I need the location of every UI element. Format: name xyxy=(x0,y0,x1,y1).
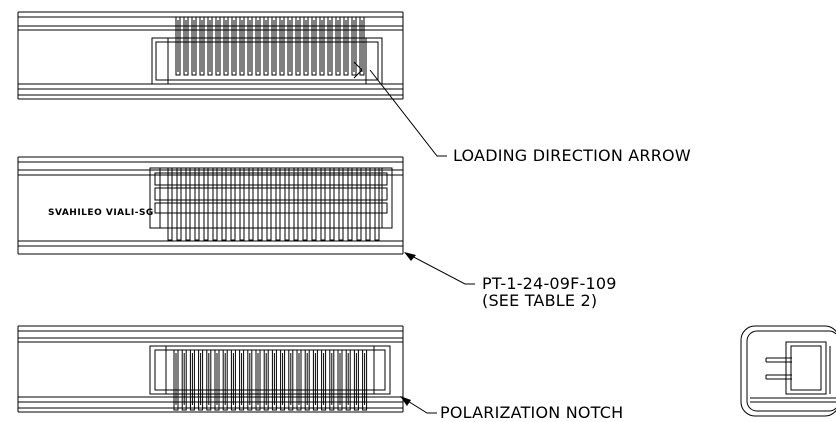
pin xyxy=(271,349,277,411)
pin xyxy=(329,349,335,411)
pin xyxy=(311,167,317,241)
pin xyxy=(203,167,209,241)
pin xyxy=(321,349,327,411)
pin xyxy=(181,349,187,411)
polarization-notch-callout: POLARIZATION NOTCH xyxy=(440,403,624,422)
pin xyxy=(279,16,285,76)
side-view-pins xyxy=(167,167,380,241)
pin xyxy=(288,349,294,411)
pin xyxy=(248,167,254,241)
pin xyxy=(255,16,261,76)
pin xyxy=(365,167,371,241)
pin xyxy=(183,16,189,76)
pin xyxy=(167,167,173,241)
pin xyxy=(191,16,197,76)
pin xyxy=(329,167,335,241)
top-view xyxy=(17,11,404,100)
pin xyxy=(356,167,362,241)
pin xyxy=(347,167,353,241)
pin xyxy=(214,349,220,411)
pin xyxy=(263,16,269,76)
pin xyxy=(362,349,368,411)
bottom-view xyxy=(17,325,404,413)
pin xyxy=(206,349,212,411)
detail-view xyxy=(740,325,836,417)
pin xyxy=(327,16,333,76)
pin xyxy=(239,16,245,76)
pin xyxy=(173,349,179,411)
pin xyxy=(343,16,349,76)
side-view xyxy=(17,156,404,255)
pin xyxy=(304,349,310,411)
pin xyxy=(284,167,290,241)
pin xyxy=(351,16,357,76)
pin xyxy=(295,16,301,76)
pin xyxy=(302,167,308,241)
pin xyxy=(287,16,293,76)
pin xyxy=(359,16,365,76)
pin xyxy=(337,349,343,411)
pin xyxy=(247,16,253,76)
pin xyxy=(353,349,359,411)
pin xyxy=(255,349,261,411)
see-table-callout: (SEE TABLE 2) xyxy=(482,291,598,310)
pin xyxy=(293,167,299,241)
pin xyxy=(271,16,277,76)
pin xyxy=(312,349,318,411)
pin xyxy=(296,349,302,411)
pin xyxy=(311,16,317,76)
pin xyxy=(320,167,326,241)
pin xyxy=(230,167,236,241)
pin xyxy=(303,16,309,76)
pin xyxy=(176,167,182,241)
part-number-callout: PT-1-24-09F-109 xyxy=(482,274,617,293)
pin xyxy=(185,167,191,241)
pin xyxy=(194,167,200,241)
leader-lines xyxy=(369,69,475,414)
side-view-label: SVAHILEO VIALI-SG xyxy=(48,208,154,218)
pin xyxy=(374,167,380,241)
pin xyxy=(239,167,245,241)
pin xyxy=(335,16,341,76)
pin xyxy=(222,349,228,411)
pin xyxy=(215,16,221,76)
pin xyxy=(212,167,218,241)
pin xyxy=(239,349,245,411)
pin xyxy=(198,349,204,411)
pin xyxy=(207,16,213,76)
pin xyxy=(223,16,229,76)
pin xyxy=(257,167,263,241)
pin xyxy=(319,16,325,76)
pin xyxy=(175,16,181,76)
pin xyxy=(338,167,344,241)
pin xyxy=(247,349,253,411)
pin xyxy=(199,16,205,76)
bottom-view-pins xyxy=(173,349,368,411)
pin xyxy=(189,349,195,411)
pin xyxy=(345,349,351,411)
pin xyxy=(266,167,272,241)
loading-direction-callout: LOADING DIRECTION ARROW xyxy=(453,146,691,165)
pin xyxy=(280,349,286,411)
leader-arrowheads xyxy=(400,252,416,406)
pin xyxy=(263,349,269,411)
pin xyxy=(231,16,237,76)
pin xyxy=(221,167,227,241)
pin xyxy=(275,167,281,241)
top-view-pins xyxy=(175,16,365,76)
pin xyxy=(230,349,236,411)
